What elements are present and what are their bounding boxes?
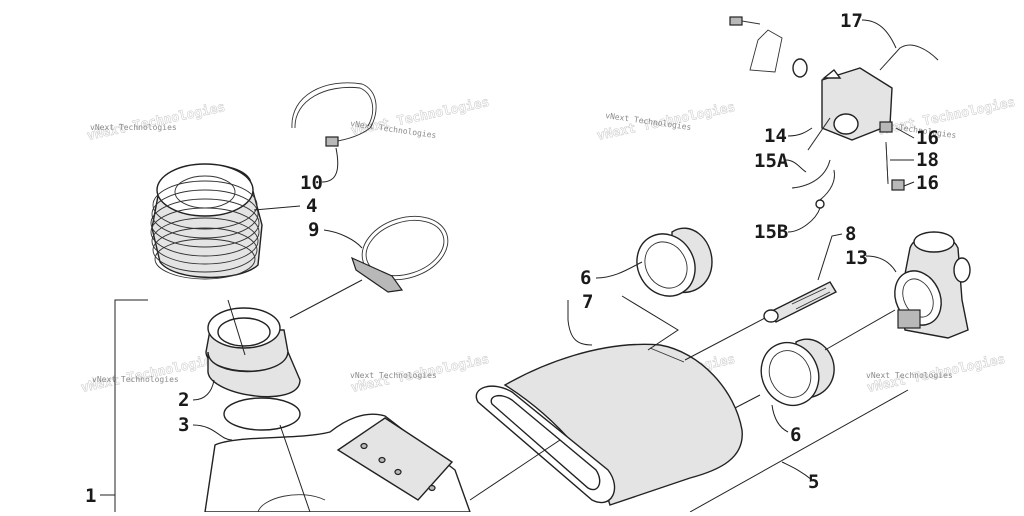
- clamp-screw-icon: [350, 256, 404, 293]
- hose-clamp-icon: [891, 179, 905, 191]
- callout-5: 5: [808, 471, 819, 493]
- callout-9: 9: [308, 219, 319, 241]
- callout-6-upper: 6: [580, 267, 591, 289]
- part-13-carburetor: [894, 231, 971, 339]
- watermark-ghost: vNext Technologies: [80, 352, 221, 396]
- part-4-bellows: [150, 163, 263, 280]
- part-9-clamp: [350, 215, 449, 293]
- callout-labels: 1 2 3 4 5 6 6 7 8 9 10 13 14 15A 15B 16 …: [85, 10, 939, 507]
- hose-clamp-icon: [879, 121, 893, 133]
- callout-7: 7: [582, 291, 593, 313]
- callout-14: 14: [764, 125, 787, 147]
- callout-4: 4: [306, 195, 317, 217]
- callout-16-lower: 16: [916, 172, 939, 194]
- callout-2: 2: [178, 389, 189, 411]
- callout-13: 13: [845, 247, 868, 269]
- callout-17: 17: [840, 10, 863, 32]
- part-10-ring: [291, 82, 377, 147]
- watermark-ghost: vNext Technologies: [86, 100, 227, 144]
- callout-3: 3: [178, 414, 189, 436]
- part-6-plug-lower: [760, 338, 835, 407]
- part-2-adapter: [205, 307, 301, 431]
- part-3-airbox: [204, 413, 471, 513]
- watermark-text: vNext Technologies: [90, 123, 177, 132]
- callout-15b: 15B: [754, 221, 788, 243]
- callout-8: 8: [845, 223, 856, 245]
- callout-1: 1: [85, 485, 96, 507]
- bolt-icon: [729, 16, 743, 26]
- callout-18: 18: [916, 149, 939, 171]
- part-6-plug-upper: [636, 227, 713, 297]
- watermark-text: vNext Technologies: [350, 371, 437, 380]
- callout-10: 10: [300, 172, 323, 194]
- watermark-text: vNext Technologies: [92, 375, 179, 384]
- leader-lines: [100, 19, 915, 513]
- callout-16-upper: 16: [916, 127, 939, 149]
- ring-clip-icon: [325, 136, 339, 147]
- fuel-pump-assembly: [729, 16, 939, 209]
- callout-6-lower: 6: [790, 424, 801, 446]
- callout-15a: 15A: [754, 150, 789, 172]
- watermark-text: vNext Technologies: [866, 371, 953, 380]
- part-8-strap: [763, 281, 837, 323]
- part-7-silencer: [475, 343, 743, 506]
